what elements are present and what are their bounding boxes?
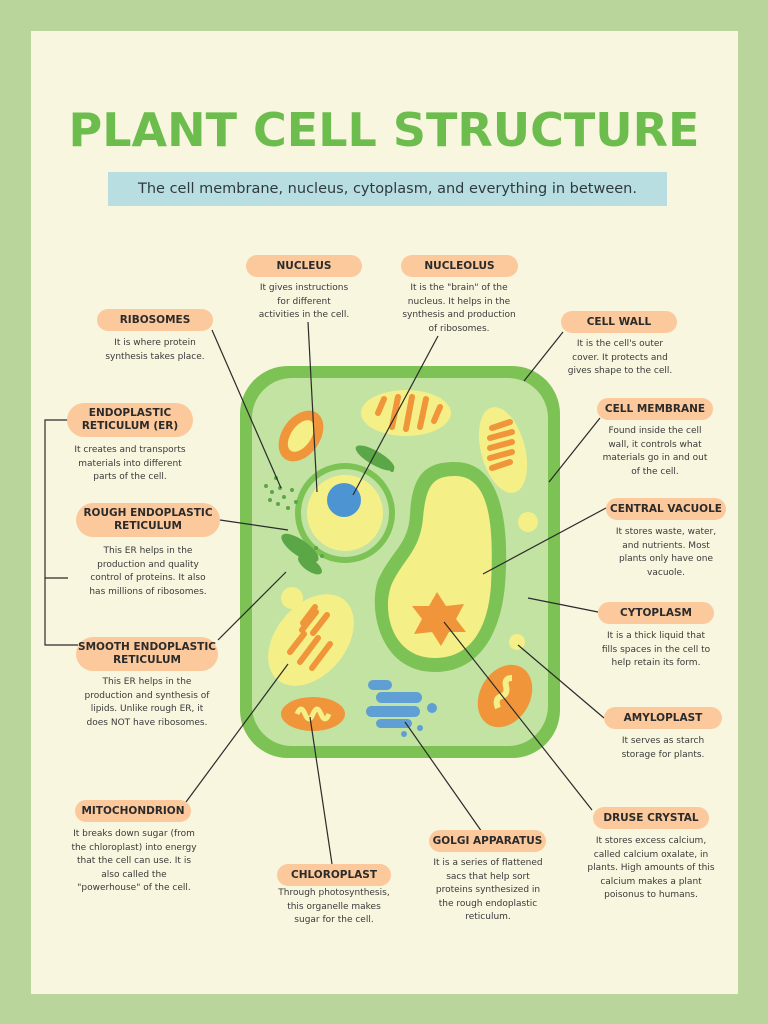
page-title: PLANT CELL STRUCTURE xyxy=(68,103,700,157)
label-rough-er: ROUGH ENDOPLASTIC RETICULUM xyxy=(76,503,220,537)
vesicle xyxy=(518,512,538,532)
label-amyloplast: AMYLOPLAST xyxy=(604,707,722,729)
label-central-vacuole: CENTRAL VACUOLE xyxy=(606,498,726,520)
desc-nucleolus: It is the "brain" of the nucleus. It hel… xyxy=(402,283,516,334)
subtitle-banner: The cell membrane, nucleus, cytoplasm, a… xyxy=(108,172,667,206)
desc-smooth-er: This ER helps in the production and synt… xyxy=(84,677,210,728)
label-druse-crystal: DRUSE CRYSTAL xyxy=(593,807,709,829)
label-smooth-er: SMOOTH ENDOPLASTIC RETICULUM xyxy=(76,637,218,671)
label-golgi-apparatus: GOLGI APPARATUS xyxy=(429,830,546,852)
label-cell-membrane: CELL MEMBRANE xyxy=(597,398,713,420)
chloroplast-thylakoids xyxy=(287,609,333,671)
label-nucleolus: NUCLEOLUS xyxy=(401,255,518,277)
label-chloroplast: CHLOROPLAST xyxy=(277,864,391,886)
desc-mitochondrion: It breaks down sugar (from the chloropla… xyxy=(71,829,197,893)
label-cell-wall: CELL WALL xyxy=(561,311,677,333)
desc-ribosomes: It is where protein synthesis takes plac… xyxy=(105,338,205,362)
mitochondrion-inner xyxy=(294,706,332,722)
desc-chloroplast: Through photosynthesis, this organelle m… xyxy=(278,888,390,925)
golgi-apparatus-shape xyxy=(366,680,437,737)
desc-endoplasmic-reticulum: It creates and transports materials into… xyxy=(74,445,186,482)
chloroplast-left xyxy=(268,594,354,686)
vesicle xyxy=(281,587,303,609)
mitochondrion-inner xyxy=(493,675,513,710)
desc-amyloplast: It serves as starch storage for plants. xyxy=(621,736,705,760)
mitochondrion-inner xyxy=(287,420,315,452)
druse-crystal-shape xyxy=(412,592,466,646)
chloroplast-thylakoids xyxy=(300,604,330,636)
label-endoplasmic-reticulum: ENDOPLASTIC RETICULUM (ER) xyxy=(67,403,193,437)
chloroplast-thylakoids xyxy=(487,419,515,471)
desc-cell-wall: It is the cell's outer cover. It protect… xyxy=(567,339,673,376)
desc-cell-membrane: Found inside the cell wall, it controls … xyxy=(602,426,708,477)
central-vacuole-inner xyxy=(387,476,492,658)
leader-lines xyxy=(44,321,607,865)
desc-nucleus: It gives instructions for different acti… xyxy=(258,283,350,320)
desc-druse-crystal: It stores excess calcium, called calcium… xyxy=(587,836,715,900)
endoplasmic-reticulum-shape xyxy=(281,445,395,575)
nucleolus-shape xyxy=(327,483,361,517)
label-nucleus: NUCLEUS xyxy=(246,255,362,277)
desc-cytoplasm: It is a thick liquid that fills spaces i… xyxy=(601,631,711,668)
label-ribosomes: RIBOSOMES xyxy=(97,309,213,331)
amyloplast-shape xyxy=(509,634,525,650)
desc-golgi-apparatus: It is a series of flattened sacs that he… xyxy=(433,858,543,922)
ribosome-dots xyxy=(264,460,394,558)
label-cytoplasm: CYTOPLASM xyxy=(598,602,714,624)
label-mitochondrion: MITOCHONDRION xyxy=(75,800,191,822)
chloroplast-thylakoids xyxy=(375,394,443,432)
desc-rough-er: This ER helps in the production and qual… xyxy=(89,546,207,597)
desc-central-vacuole: It stores waste, water, and nutrients. M… xyxy=(615,527,717,578)
